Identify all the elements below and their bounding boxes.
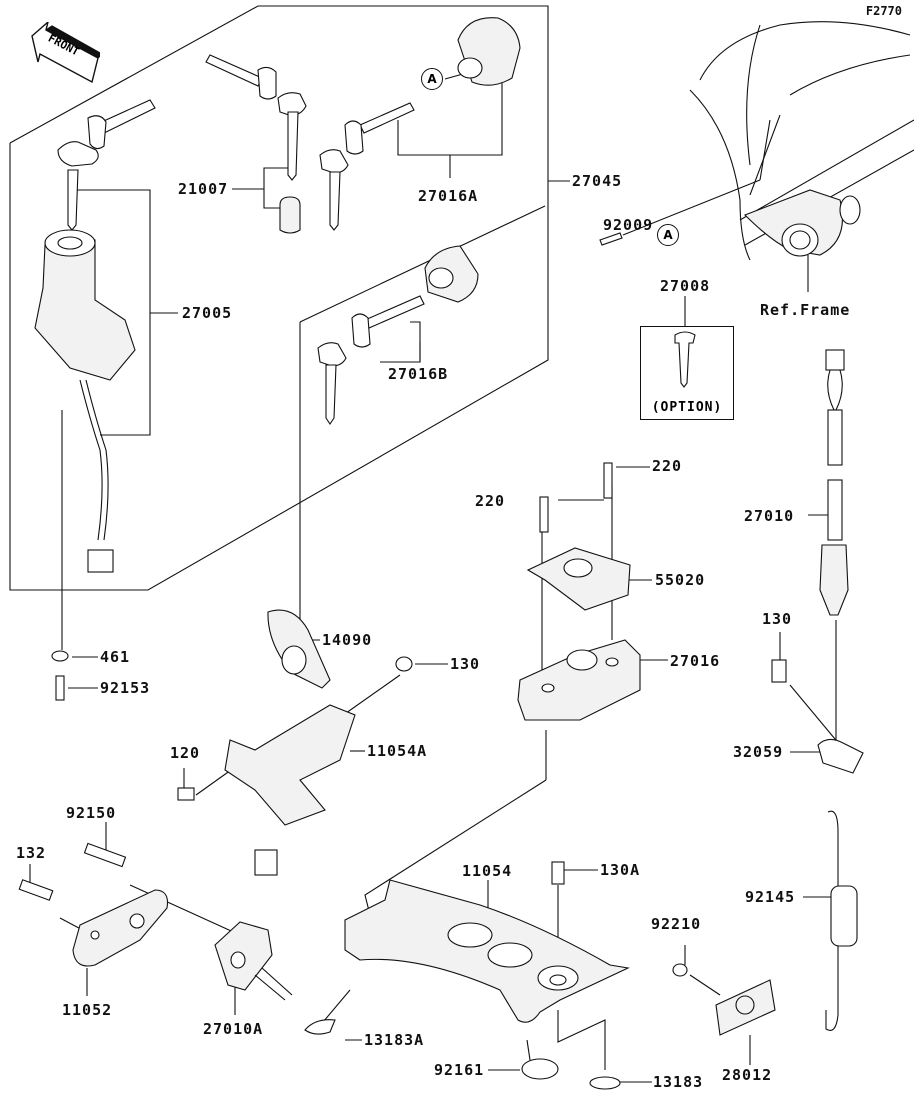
part-label-461[interactable]: 461 xyxy=(100,648,131,666)
option-box: (OPTION) xyxy=(640,326,734,420)
lock-bracket-group xyxy=(517,462,641,721)
part-label-130-right[interactable]: 130 xyxy=(762,610,793,628)
screw-92009 xyxy=(599,232,623,246)
option-key xyxy=(674,331,696,388)
part-label-11054[interactable]: 11054 xyxy=(462,862,513,880)
key-set-27005 xyxy=(57,99,156,231)
part-label-27005[interactable]: 27005 xyxy=(182,304,233,322)
part-label-27016B[interactable]: 27016B xyxy=(388,365,449,383)
callout-a-lower: A xyxy=(657,224,679,246)
part-label-27045[interactable]: 27045 xyxy=(572,172,623,190)
part-label-92210[interactable]: 92210 xyxy=(651,915,702,933)
part-label-13183A[interactable]: 13183A xyxy=(364,1031,425,1049)
subkit-outline xyxy=(299,205,546,323)
part-label-11052[interactable]: 11052 xyxy=(62,1001,113,1019)
ignition-switch-27005 xyxy=(34,229,136,701)
cable-92145 xyxy=(825,810,858,1031)
key-set-27016B xyxy=(317,245,479,425)
option-label: (OPTION) xyxy=(651,400,723,415)
part-label-92145[interactable]: 92145 xyxy=(745,888,796,906)
part-label-130A[interactable]: 130A xyxy=(600,861,641,879)
part-label-14090[interactable]: 14090 xyxy=(322,631,373,649)
part-label-92009[interactable]: 92009 xyxy=(603,216,654,234)
front-arrow-icon: FRONT xyxy=(30,20,103,84)
frame-reference xyxy=(689,21,914,261)
part-label-220-upper[interactable]: 220 xyxy=(652,457,683,475)
part-label-32059[interactable]: 32059 xyxy=(733,743,784,761)
part-label-27010A[interactable]: 27010A xyxy=(203,1020,264,1038)
part-label-27008[interactable]: 27008 xyxy=(660,277,711,295)
part-label-13183[interactable]: 13183 xyxy=(653,1073,704,1091)
part-label-92150[interactable]: 92150 xyxy=(66,804,117,822)
bracket-11054A xyxy=(177,609,413,826)
part-label-92161[interactable]: 92161 xyxy=(434,1061,485,1079)
ref-frame-label: Ref.Frame xyxy=(760,301,851,319)
part-label-220-lower[interactable]: 220 xyxy=(475,492,506,510)
part-label-132[interactable]: 132 xyxy=(16,844,47,862)
switch-27010 xyxy=(819,349,849,616)
switch-27010A xyxy=(214,849,293,1001)
part-label-92153[interactable]: 92153 xyxy=(100,679,151,697)
part-label-11054A[interactable]: 11054A xyxy=(367,742,428,760)
plate-11052 xyxy=(18,842,169,967)
kit-outline xyxy=(9,5,549,591)
bracket-11054 xyxy=(304,861,630,1090)
key-set-21007 xyxy=(205,54,307,234)
clamp-32059 xyxy=(771,659,864,774)
part-label-21007[interactable]: 21007 xyxy=(178,180,229,198)
part-label-55020[interactable]: 55020 xyxy=(655,571,706,589)
figure-code: F2770 xyxy=(865,4,902,18)
part-label-27010[interactable]: 27010 xyxy=(744,507,795,525)
part-label-27016A[interactable]: 27016A xyxy=(418,187,479,205)
label-plate-28012 xyxy=(672,963,776,1036)
key-set-27016A xyxy=(319,17,521,231)
part-label-130-middle[interactable]: 130 xyxy=(450,655,481,673)
part-label-27016[interactable]: 27016 xyxy=(670,652,721,670)
callout-a-upper: A xyxy=(421,68,443,90)
part-label-120[interactable]: 120 xyxy=(170,744,201,762)
part-label-28012[interactable]: 28012 xyxy=(722,1066,773,1084)
